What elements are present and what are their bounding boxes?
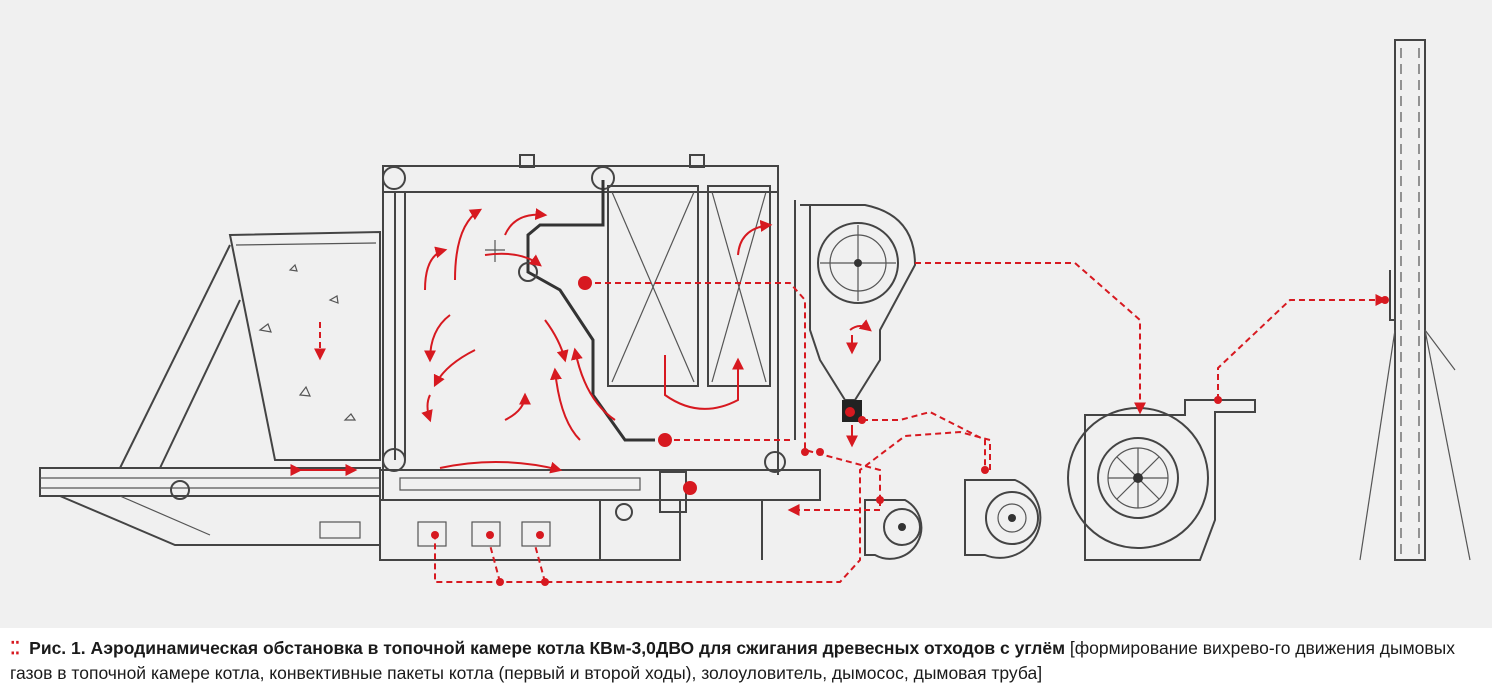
diagram-canvas bbox=[39, 39, 1471, 586]
fuel-conveyor bbox=[39, 244, 381, 546]
caption-body: [формирование вихрево-го движения дымовы… bbox=[10, 638, 1455, 683]
convective-pack-2 bbox=[707, 185, 771, 387]
convective-pack-1 bbox=[607, 185, 699, 387]
boiler-casing bbox=[379, 154, 821, 561]
furnace-vortex-arrows bbox=[421, 208, 872, 474]
smoke-exhauster bbox=[1067, 399, 1256, 561]
double-dot-bullet-icon: ⁚⁚ bbox=[10, 638, 20, 658]
ash-collector bbox=[800, 204, 917, 422]
caption-lead: Рис. 1. Аэродинамическая обстановка в то… bbox=[29, 638, 1066, 658]
water-tubes bbox=[485, 180, 655, 442]
chimney bbox=[1359, 39, 1471, 561]
fuel-hopper bbox=[228, 230, 381, 476]
flue-gas-path bbox=[431, 262, 1389, 586]
boiler-diagram bbox=[0, 0, 1492, 628]
blower-fan-medium bbox=[964, 479, 1042, 559]
blower-fan-small bbox=[864, 499, 923, 560]
figure-caption: ⁚⁚ Рис. 1. Аэродинамическая обстановка в … bbox=[10, 636, 1488, 686]
